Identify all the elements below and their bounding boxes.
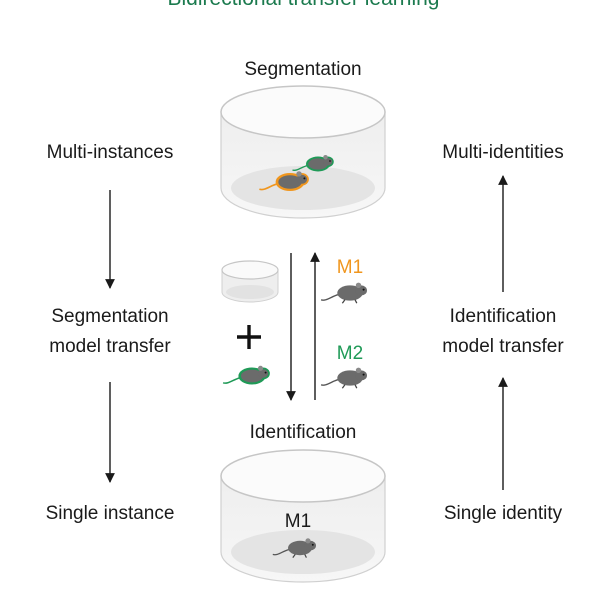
identification-transfer-line2: model transfer	[442, 336, 564, 357]
plus-sign	[237, 325, 261, 349]
single-identity-label: Single identity	[443, 503, 563, 524]
single-instance-label: Single instance	[45, 503, 175, 524]
segmentation-transfer-line2: model transfer	[49, 336, 171, 357]
multi-instances-label: Multi-instances	[46, 142, 174, 163]
identification-transfer-line1: Identification	[449, 306, 557, 327]
identification-label: Identification	[249, 422, 357, 443]
segmentation-arena	[220, 85, 386, 219]
m2-label: M2	[336, 343, 364, 364]
m1-label: M1	[336, 257, 364, 278]
bottom-arena-m1-label: M1	[284, 511, 312, 532]
m1-mouse-icon	[320, 281, 368, 304]
segmentation-label: Segmentation	[244, 59, 362, 80]
small-arena-icon	[221, 260, 279, 303]
multi-identities-label: Multi-identities	[442, 142, 564, 163]
diagram-title: Bidirectional transfer learning	[0, 0, 607, 11]
identification-arena	[220, 449, 386, 583]
small-green-mouse-icon	[222, 365, 271, 386]
m2-mouse-icon	[320, 366, 368, 389]
segmentation-transfer-line1: Segmentation	[51, 306, 169, 327]
